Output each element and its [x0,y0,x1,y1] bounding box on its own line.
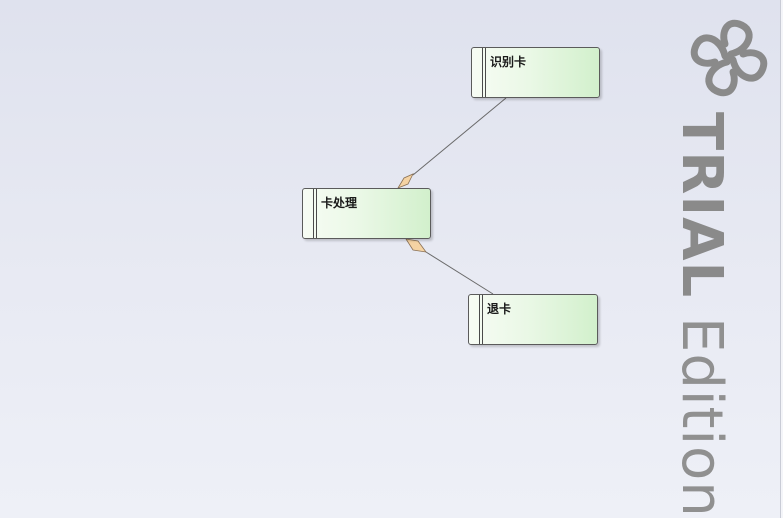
watermark-word-edition: Edition [669,317,734,518]
class-node-card-return[interactable]: 退卡 [468,294,598,345]
class-node-card-process[interactable]: 卡处理 [302,188,431,239]
watermark-word-trial: TRIAL [669,112,734,299]
node-stripe [313,189,314,238]
aggregation-diamond-bottom [405,238,427,253]
node-label: 卡处理 [321,196,358,210]
node-stripe [482,48,483,97]
node-stripe [479,295,480,344]
aggregation-diamond-top [397,173,414,189]
node-stripe [485,48,486,97]
node-label: 识别卡 [490,55,527,69]
class-node-card-recognize[interactable]: 识别卡 [471,47,600,98]
node-stripe [316,189,317,238]
trial-edition-watermark: TRIAL Edition [669,112,734,518]
connector-process-to-return[interactable] [405,238,494,295]
node-label: 退卡 [487,302,512,316]
trial-logo-icon [690,19,768,97]
canvas-right-edge [780,0,783,518]
node-stripe [482,295,483,344]
connector-process-to-recognize[interactable] [397,97,507,189]
